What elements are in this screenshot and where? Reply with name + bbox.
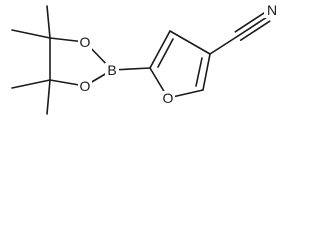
bond-c3-cn bbox=[209, 35, 239, 55]
bond-c1-methyl-a bbox=[46, 5, 51, 39]
atom-nitrogen: N bbox=[267, 2, 277, 18]
atom-bg-boron bbox=[105, 63, 119, 78]
bond-c4-c3 bbox=[169, 30, 211, 55]
bond-c1-methyl-b bbox=[11, 29, 51, 39]
bond-c3-c2 bbox=[202, 53, 211, 91]
bond-c3-c2-inner bbox=[195, 57, 203, 87]
molecule-structure: O O B O N bbox=[11, 2, 280, 115]
atom-o-furan: O bbox=[163, 90, 174, 106]
bond-c5-c4-inner bbox=[157, 38, 174, 68]
bonds bbox=[11, 5, 271, 115]
atom-bg-o-furan bbox=[161, 91, 175, 106]
atom-o-ring-bottom: O bbox=[80, 78, 91, 94]
atom-boron: B bbox=[107, 62, 116, 78]
bond-c2-methyl-b bbox=[46, 79, 51, 115]
atom-bg-o-bottom bbox=[78, 79, 92, 94]
atom-labels: O O B O N bbox=[78, 2, 280, 106]
atom-bg-nitrogen bbox=[264, 2, 280, 18]
bond-c2-methyl-a bbox=[11, 79, 51, 89]
atom-bg-o-top bbox=[78, 35, 92, 50]
bond-cn-triple-c bbox=[239, 20, 271, 42]
bond-cn-triple-a bbox=[237, 16, 268, 37]
atom-o-ring-top: O bbox=[80, 34, 91, 50]
bond-cn-triple-b bbox=[234, 12, 266, 33]
bond-c5-c4 bbox=[149, 30, 171, 69]
